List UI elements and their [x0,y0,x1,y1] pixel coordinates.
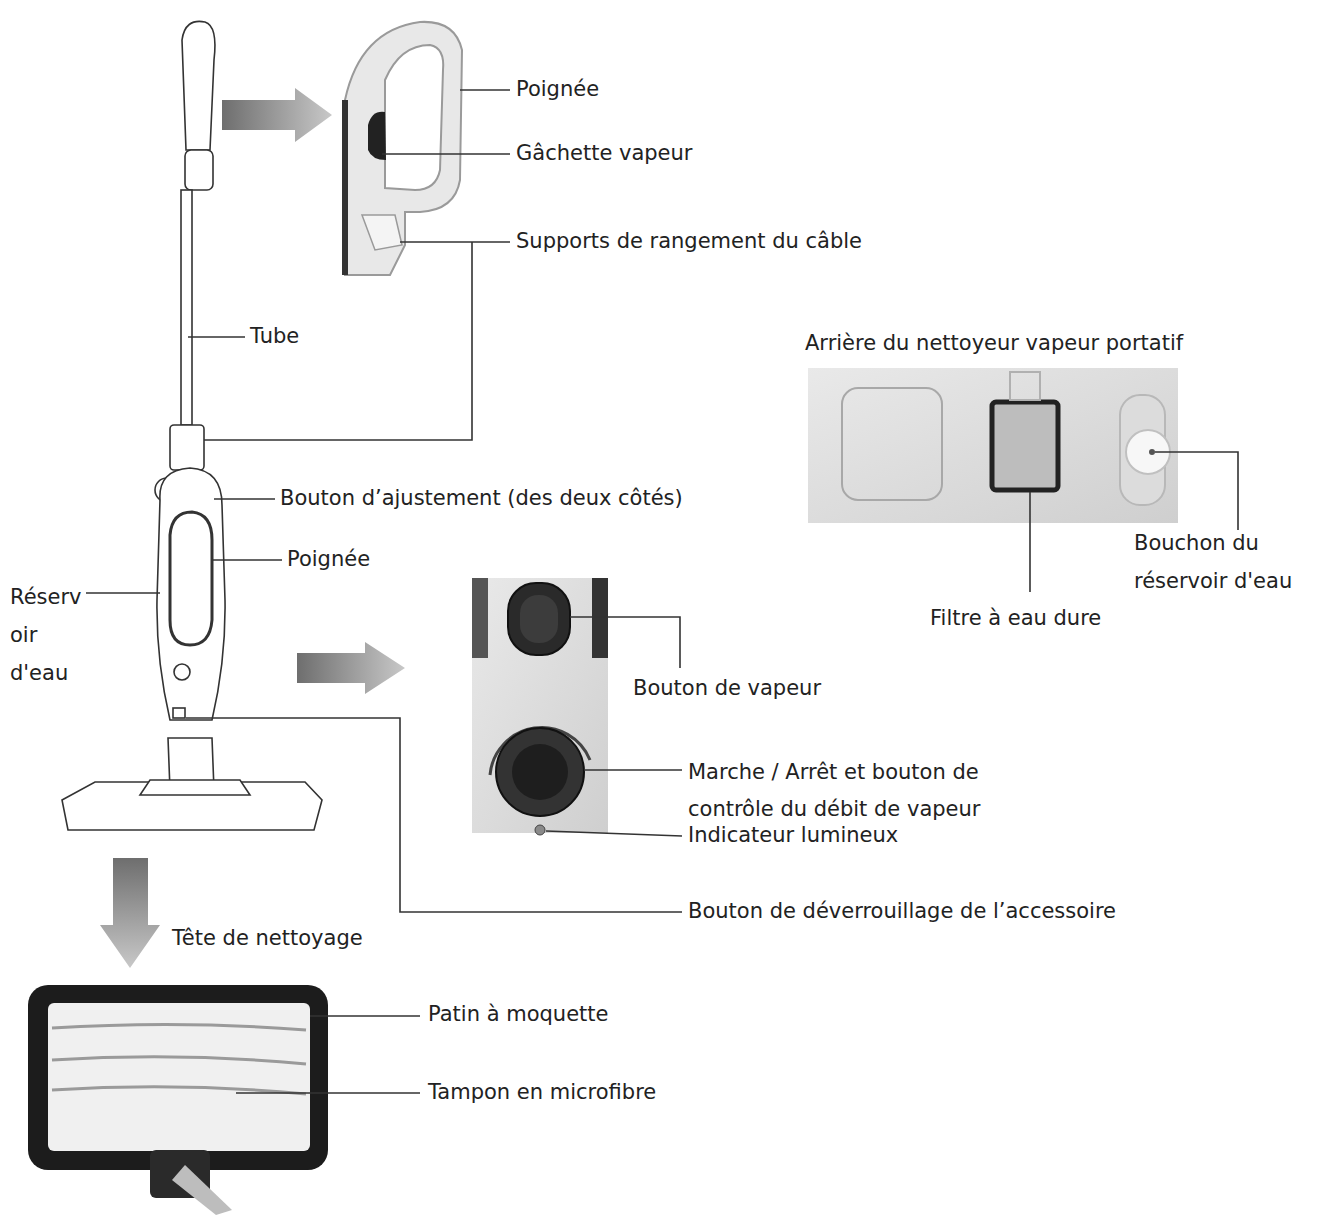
part-label: Filtre à eau dure [930,605,1101,631]
part-label: Bouton de vapeur [633,675,821,701]
tube-connector [170,425,204,470]
steam-trigger [368,112,386,160]
steam-button-inner [520,595,558,643]
part-label: Poignée [287,546,370,572]
back-photo [808,368,1178,523]
leader-line [570,617,680,668]
zoom-arrow [297,642,405,694]
leader-line [236,1092,420,1094]
part-label: Bouchon du réservoir d'eau [1134,524,1320,600]
mop-tube [181,190,192,425]
part-label: Gâchette vapeur [516,140,692,166]
back-panel [842,388,942,500]
grip-clip [185,150,213,190]
part-label: Supports de rangement du câble [516,228,862,254]
part-label: Patin à moquette [428,1001,608,1027]
control-photo-edge [472,578,488,658]
pad-stripes [52,1024,306,1094]
part-label: Poignée [516,76,599,102]
part-label: Tampon en microfibre [428,1079,656,1105]
control-photo-edge [592,578,608,658]
leader-line [1155,452,1238,530]
leader-line [584,769,682,771]
steam-button [508,583,570,655]
zoom-arrow [222,88,332,142]
filter-strap [1010,372,1040,400]
body-handle [170,512,212,645]
leader-line [1029,492,1031,592]
leader-line [382,153,510,155]
part-label: Bouton d’ajustement (des deux côtés) [280,485,683,511]
water-filter [992,402,1058,490]
handle-zoom [345,22,462,275]
leader-line [188,336,245,338]
leader-line [214,498,275,500]
head-connector-arm [172,1165,232,1215]
tank-cap-center [1149,449,1155,455]
indicator-light [535,825,545,835]
leader-line [546,831,682,836]
zoom-arrow [100,858,160,968]
part-label: Arrière du nettoyeur vapeur portatif [805,330,1183,356]
leader-line [86,592,160,594]
pad-stripe [52,1024,306,1030]
handle-opening [385,45,443,190]
leader-line [310,1015,420,1017]
part-label: Tête de nettoyage [172,925,363,951]
mop-grip [182,21,215,150]
release-button [173,708,185,718]
part-label: Réserv oir d'eau [10,578,92,692]
microfibre-pad [48,1003,310,1151]
leader-line [400,241,510,243]
leader-line [460,89,510,91]
leader-line [212,559,282,561]
head-top [140,780,250,795]
mop-body [157,468,225,720]
part-label: Indicateur lumineux [688,822,898,848]
part-label: Marche / Arrêt et bouton de contrôle du … [688,754,1048,828]
cleaning-head-frame [28,985,328,1170]
cable-hook [362,215,402,250]
part-label: Tube [250,323,299,349]
handle-edge [342,100,348,275]
leader-line [186,718,682,912]
dial-symbol [174,664,190,680]
control-dial-center [512,744,568,800]
leader-line [204,242,472,440]
pad-stripe [52,1057,306,1064]
control-dial [496,728,584,816]
part-label: Bouton de déverrouillage de l’accessoire [688,898,1116,924]
